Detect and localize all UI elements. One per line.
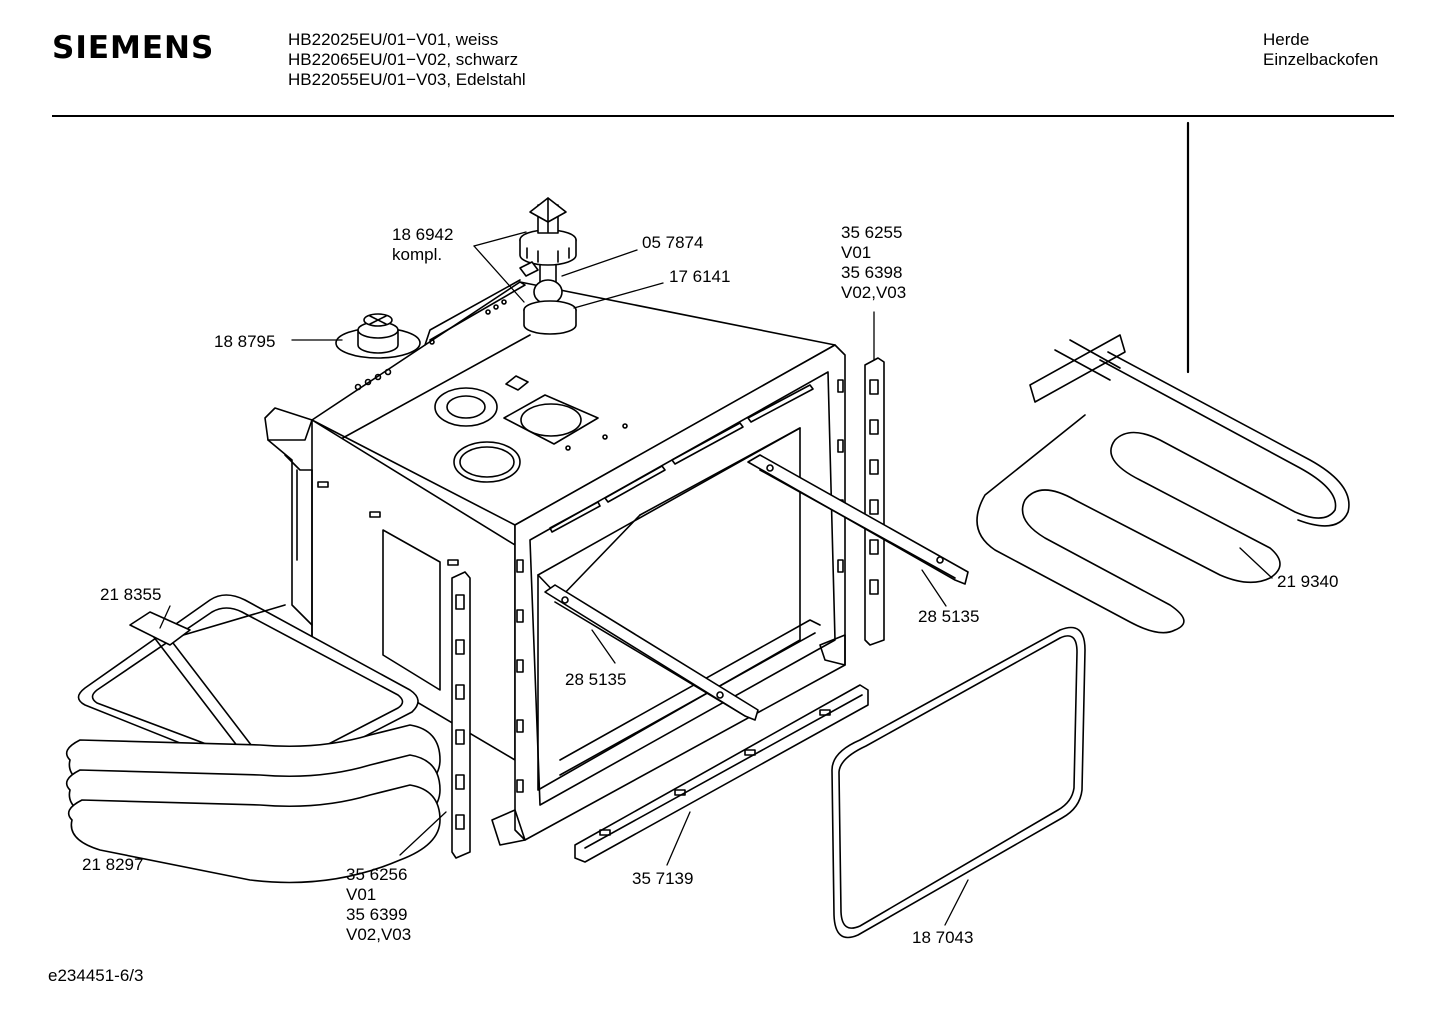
drawing-id: e234451-6/3	[48, 966, 144, 985]
top-heating-element	[976, 334, 1350, 634]
part-label-line: 21 8297	[82, 855, 144, 874]
callout-leader-lines	[159, 231, 1273, 926]
part-label-line: 21 8355	[100, 585, 162, 604]
part-label-line: 35 6399	[346, 905, 408, 924]
right-side-rail	[864, 357, 885, 646]
part-label-line: 17 6141	[669, 267, 731, 286]
thermostat-assembly	[519, 197, 577, 335]
telescopic-rail-left	[544, 584, 759, 721]
part-label-fan-cover: 18 8795	[214, 332, 275, 352]
siemens-logo: SIEMENS	[52, 30, 215, 66]
part-label-line: 28 5135	[565, 670, 627, 689]
part-label-knob-base: 17 6141	[669, 267, 730, 287]
part-label-line: V01	[346, 885, 377, 904]
part-label-left-rail: 35 6256 V01 35 6399 V02,V03	[346, 865, 411, 945]
part-label-line: 18 7043	[912, 928, 974, 947]
part-label-top-heater: 21 9340	[1277, 572, 1338, 592]
part-label-line: 35 6256	[346, 865, 408, 884]
part-label-line: 18 8795	[214, 332, 276, 351]
category-line: Herde	[1263, 30, 1310, 49]
part-label-line: 05 7874	[642, 233, 704, 252]
part-label-trim: 35 7139	[632, 869, 693, 889]
part-label-insulation: 21 8297	[82, 855, 143, 875]
part-label-right-rail: 35 6255 V01 35 6398 V02,V03	[841, 223, 906, 303]
product-category: Herde Einzelbackofen	[1263, 30, 1378, 70]
part-label-line: 35 6255	[841, 223, 903, 242]
insulation-mat	[65, 724, 441, 884]
part-label-line: V01	[841, 243, 872, 262]
model-line: HB22055EU/01−V03, Edelstahl	[288, 70, 526, 89]
header-divider	[52, 115, 1394, 117]
model-list: HB22025EU/01−V01, weiss HB22065EU/01−V02…	[288, 30, 526, 90]
part-label-line: 35 7139	[632, 869, 694, 888]
part-label-thermostat: 18 6942 kompl.	[392, 225, 453, 265]
part-label-gasket: 18 7043	[912, 928, 973, 948]
door-gasket	[831, 626, 1086, 939]
part-label-line: 21 9340	[1277, 572, 1339, 591]
telescopic-rail-right	[747, 454, 969, 585]
part-label-line: 18 6942	[392, 225, 454, 244]
bottom-trim-strip	[574, 684, 869, 863]
part-label-knob: 05 7874	[642, 233, 703, 253]
part-label-line: 28 5135	[918, 607, 980, 626]
oven-housing	[264, 279, 836, 761]
model-line: HB22025EU/01−V01, weiss	[288, 30, 499, 49]
part-label-bottom-heater: 21 8355	[100, 585, 161, 605]
part-label-rail-left: 28 5135	[565, 670, 626, 690]
part-label-line: V02,V03	[346, 925, 412, 944]
fan-motor-cover	[335, 313, 421, 359]
part-label-line: V02,V03	[841, 283, 907, 302]
left-side-rail	[451, 571, 471, 859]
part-label-line: kompl.	[392, 245, 443, 264]
part-label-line: 35 6398	[841, 263, 903, 282]
category-line: Einzelbackofen	[1263, 50, 1379, 69]
part-label-rail-right: 28 5135	[918, 607, 979, 627]
model-line: HB22065EU/01−V02, schwarz	[288, 50, 519, 69]
